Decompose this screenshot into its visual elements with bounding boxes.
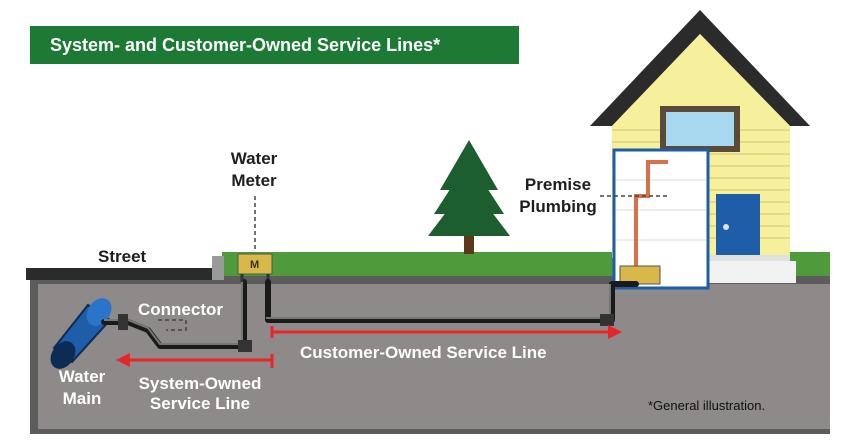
street xyxy=(26,268,216,280)
customer-owned-label: Customer-Owned Service Line xyxy=(300,343,547,362)
meter-label: M xyxy=(250,259,260,271)
footnote: *General illustration. xyxy=(648,398,766,413)
water-meter-label: Water Meter xyxy=(230,149,278,190)
title-banner: System- and Customer-Owned Service Lines… xyxy=(30,26,519,64)
water-main-label: Water Main xyxy=(58,367,106,408)
customer-owned-arrow xyxy=(270,325,622,339)
curb xyxy=(212,256,224,280)
premise-plumbing-label: Premise Plumbing xyxy=(519,175,597,216)
system-owned-label: System-Owned Service Line xyxy=(138,374,262,413)
soil-cutaway xyxy=(38,284,830,429)
pipe-fitting-right xyxy=(600,314,614,326)
diagram-title: System- and Customer-Owned Service Lines… xyxy=(50,34,441,55)
tree xyxy=(428,140,510,254)
system-owned-arrow xyxy=(116,353,274,368)
curb-stop-fitting xyxy=(238,340,252,352)
connector-leader xyxy=(158,319,187,331)
connector-label: Connector xyxy=(138,300,223,319)
connector-fitting xyxy=(118,314,128,330)
house xyxy=(590,10,810,290)
water-main-pipe xyxy=(50,298,112,369)
street-label: Street xyxy=(98,247,147,266)
